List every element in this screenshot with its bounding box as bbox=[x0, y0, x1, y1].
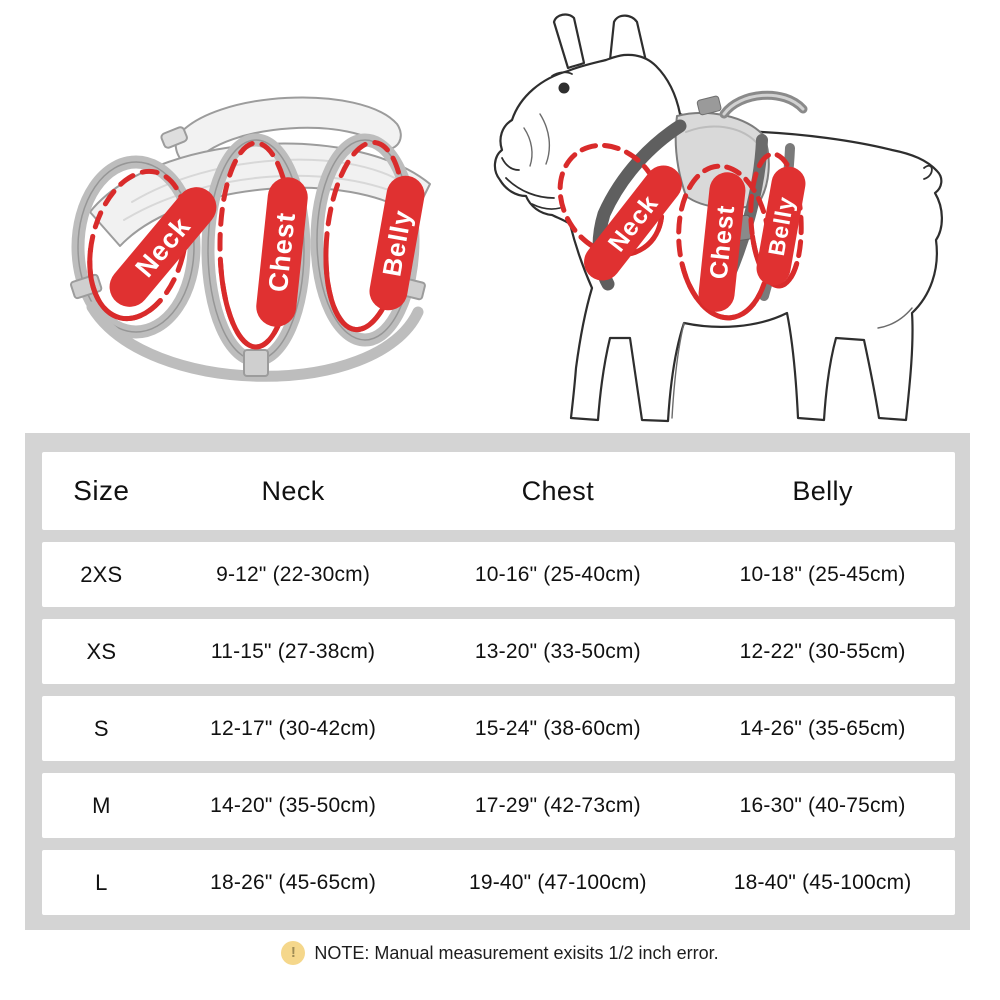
row-chest: 10-16" (25-40cm) bbox=[474, 562, 641, 586]
dog-ear-left bbox=[552, 13, 586, 70]
dog-drawing-svg: Neck Chest Belly bbox=[493, 13, 943, 423]
dog-chest-label: Chest bbox=[698, 172, 746, 312]
measurement-note-text: NOTE: Manual measurement exisits 1/2 inc… bbox=[314, 942, 719, 963]
harness-chest-label: Chest bbox=[256, 177, 308, 327]
row-belly: 10-18" (25-45cm) bbox=[739, 562, 906, 586]
table-row: S 12-17" (30-42cm) 15-24" (38-60cm) 14-2… bbox=[42, 696, 955, 761]
row-neck: 11-15" (27-38cm) bbox=[210, 639, 376, 663]
row-size: 2XS bbox=[80, 561, 123, 587]
dog-illustration: Neck Chest Belly bbox=[472, 8, 972, 433]
dog-belly-loop-solid bbox=[748, 151, 804, 289]
size-table-header-row: Size Neck Chest Belly bbox=[42, 452, 955, 530]
row-neck: 12-17" (30-42cm) bbox=[210, 716, 377, 740]
dog-belly-label: Belly bbox=[756, 166, 806, 286]
harness-sketch bbox=[69, 96, 431, 382]
header-chest: Chest bbox=[521, 475, 595, 506]
table-row: XS 11-15" (27-38cm) 13-20" (33-50cm) 12-… bbox=[42, 619, 955, 684]
dog-neck-loop-solid bbox=[557, 142, 665, 258]
dog-eye bbox=[558, 82, 570, 94]
header-neck: Neck bbox=[261, 475, 325, 506]
harness-chest-loop-solid bbox=[217, 140, 295, 350]
harness-neck-loop-solid bbox=[87, 168, 189, 322]
row-size: XS bbox=[86, 638, 117, 664]
table-row: M 14-20" (35-50cm) 17-29" (42-73cm) 16-3… bbox=[42, 773, 955, 838]
harness-belly-label: Belly bbox=[369, 175, 425, 311]
row-neck: 18-26" (45-65cm) bbox=[210, 870, 377, 894]
row-chest: 13-20" (33-50cm) bbox=[474, 639, 641, 663]
table-row: 2XS 9-12" (22-30cm) 10-16" (25-40cm) 10-… bbox=[42, 542, 955, 607]
row-belly: 18-40" (45-100cm) bbox=[733, 870, 912, 894]
row-chest: 19-40" (47-100cm) bbox=[468, 870, 647, 894]
size-chart-panel: Size Neck Chest Belly 2XS 9-12" (22-30cm… bbox=[25, 433, 970, 930]
dog-chest-loop-solid bbox=[676, 163, 772, 321]
header-size: Size bbox=[73, 475, 130, 506]
row-size: L bbox=[95, 869, 108, 895]
row-chest: 15-24" (38-60cm) bbox=[474, 716, 641, 740]
harness-drawing-svg: Neck Chest Belly bbox=[69, 96, 431, 382]
row-size: S bbox=[93, 715, 109, 741]
row-chest: 17-29" (42-73cm) bbox=[474, 793, 641, 817]
harness-neck-loop bbox=[87, 168, 189, 322]
row-neck: 9-12" (22-30cm) bbox=[216, 562, 371, 586]
row-belly: 16-30" (40-75cm) bbox=[739, 793, 906, 817]
header-belly: Belly bbox=[792, 475, 853, 506]
table-row: L 18-26" (45-65cm) 19-40" (47-100cm) 18-… bbox=[42, 850, 955, 915]
harness-illustration: Neck Chest Belly bbox=[62, 82, 462, 417]
row-belly: 12-22" (30-55cm) bbox=[739, 639, 906, 663]
measurement-note: ! NOTE: Manual measurement exisits 1/2 i… bbox=[0, 941, 1000, 965]
harness-belly-loop-solid bbox=[323, 139, 407, 333]
row-size: M bbox=[92, 792, 111, 818]
row-neck: 14-20" (35-50cm) bbox=[210, 793, 377, 817]
exclamation-icon: ! bbox=[281, 941, 306, 965]
row-belly: 14-26" (35-65cm) bbox=[739, 716, 906, 740]
